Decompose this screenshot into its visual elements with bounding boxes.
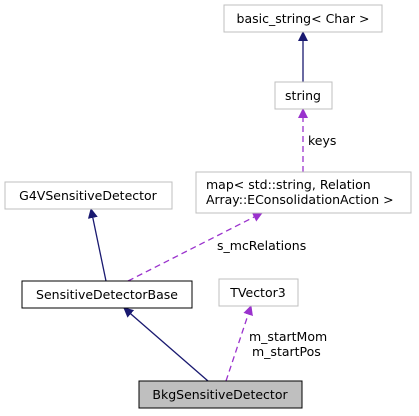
edge-label-m-startmom: m_startMom [249,329,327,344]
node-map-relation-array[interactable]: map< std::string, Relation Array::EConso… [195,171,412,214]
node-string-label: string [285,88,321,103]
edge-label-s-mcrelations: s_mcRelations [217,238,306,253]
node-g4vsensitivedetector[interactable]: G4VSensitiveDetector [4,181,173,210]
node-g4vsensitivedetector-label: G4VSensitiveDetector [19,188,158,203]
edge-label-m-startpos: m_startPos [252,344,321,359]
node-sensitivedetectorbase[interactable]: SensitiveDetectorBase [21,280,193,309]
edge-label-keys: keys [308,133,336,148]
node-bkgsensitivedetector-label: BkgSensitiveDetector [152,387,288,402]
node-tvector3-label: TVector3 [229,285,285,300]
edge-bkg-to-base [123,307,209,382]
node-sensitivedetectorbase-label: SensitiveDetectorBase [36,287,178,302]
edge-base-to-map [127,212,263,282]
edge-base-to-g4v [87,208,107,282]
node-basic-string-label: basic_string< Char > [237,11,370,26]
node-basic-string[interactable]: basic_string< Char > [223,4,383,33]
edge-bkg-to-tvector3 [225,305,253,382]
node-bkgsensitivedetector[interactable]: BkgSensitiveDetector [138,380,303,409]
node-tvector3[interactable]: TVector3 [218,278,299,307]
node-map-label-line2: Array::EConsolidationAction > [206,192,394,207]
node-string[interactable]: string [274,81,333,110]
node-map-label-line1: map< std::string, Relation [206,177,371,192]
